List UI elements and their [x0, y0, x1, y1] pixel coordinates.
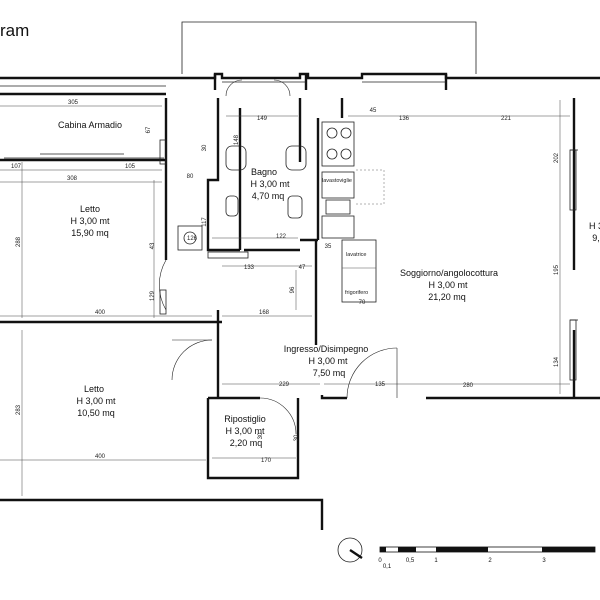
dimension-label: 221: [501, 116, 512, 122]
dimension-label: 126: [187, 236, 198, 242]
room-name: Bagno: [251, 167, 277, 177]
dimension-label: 308: [67, 176, 78, 182]
dishwasher-icon: [321, 171, 355, 199]
scale-label: 1: [434, 558, 438, 564]
room-area: 15,90 mq: [71, 228, 109, 238]
dimension-label: 134: [554, 356, 560, 367]
room-height: H 3,00 mt: [76, 396, 116, 406]
room-height: H 3,00 mt: [70, 216, 110, 226]
dimension-label: 117: [202, 217, 208, 227]
room-height: H 3,00 mt: [428, 280, 468, 290]
scale-label: 0,5: [406, 558, 415, 564]
dimension-label: 30: [258, 432, 264, 439]
bathroom-fixtures: [177, 145, 307, 259]
interior-walls: [0, 98, 576, 480]
dimension-label: 70: [359, 300, 366, 306]
room-height: H 3,00 mt: [308, 356, 348, 366]
washbasin-icon: [177, 225, 203, 251]
room-height: H 3: [589, 221, 600, 231]
outer-walls: [0, 72, 600, 530]
kitchen-fixtures: [321, 121, 385, 303]
dimension-label: 107: [11, 164, 22, 170]
scale-label: 3: [542, 558, 546, 564]
room-area: 9,: [592, 233, 600, 243]
room-name: Letto: [84, 384, 104, 394]
dimension-label: 288: [16, 236, 22, 247]
fridge-block: [341, 239, 377, 303]
dimension-label: 67: [146, 126, 152, 133]
dimension-label: 129: [150, 290, 156, 301]
room-cabina: Cabina Armadio: [58, 120, 122, 130]
dimension-label: 170: [261, 458, 272, 464]
room-letto-2: Letto H 3,00 mt 10,50 mq: [76, 384, 116, 418]
page-title: ram: [0, 21, 29, 40]
north-arrow-icon: [337, 537, 363, 563]
dimension-label: 135: [375, 382, 386, 388]
dimension-label: 283: [16, 404, 22, 415]
dimension-label: 148: [234, 134, 240, 145]
balcony-outline: [181, 21, 477, 74]
scale-bar: 0 0,1 0,5 1 2 3: [378, 546, 596, 570]
scale-label: 0,1: [383, 564, 392, 570]
dimension-label: 80: [187, 174, 194, 180]
dimension-label: 400: [95, 454, 106, 460]
room-area: 21,20 mq: [428, 292, 466, 302]
room-ingresso: Ingresso/Disimpegno H 3,00 mt 7,50 mq: [284, 344, 369, 378]
dimension-label: 47: [299, 265, 306, 271]
toilet-icon: [225, 145, 247, 171]
room-name: Ripostiglio: [224, 414, 266, 424]
wardrobe-doors: [4, 153, 164, 159]
room-name: Ingresso/Disimpegno: [284, 344, 369, 354]
dimension-label: 168: [259, 310, 270, 316]
room-height: H 3,00 mt: [250, 179, 290, 189]
doors: [159, 79, 398, 435]
fixture-label: lavastoviglie: [322, 178, 352, 184]
room-area: 4,70 mq: [252, 191, 285, 201]
dimension-label: 96: [290, 286, 296, 293]
dimension-lines: [0, 100, 570, 496]
room-letto-1: Letto H 3,00 mt 15,90 mq: [70, 204, 110, 238]
dimension-label: 105: [125, 164, 136, 170]
stove-icon: [321, 121, 355, 167]
dimension-label: 400: [95, 310, 106, 316]
room-height: H 3,00 mt: [225, 426, 265, 436]
dimension-label: 136: [399, 116, 410, 122]
dimension-label: 149: [257, 116, 268, 122]
shower-drain-icon: [287, 195, 303, 219]
room-ripostiglio: Ripostiglio H 3,00 mt 2,20 mq: [224, 414, 266, 448]
sink-icon: [325, 199, 351, 215]
dimension-label: 133: [244, 265, 255, 271]
dimension-label: 305: [68, 100, 79, 106]
room-name: Letto: [80, 204, 100, 214]
windows: [0, 81, 578, 381]
bidet-icon: [285, 145, 307, 171]
dimension-label: 122: [276, 234, 287, 240]
room-area: 2,20 mq: [230, 438, 263, 448]
room-soggiorno: Soggiorno/angolocottura H 3,00 mt 21,20 …: [400, 268, 498, 302]
dimension-label: 45: [370, 108, 377, 114]
dimension-label: 30: [294, 434, 300, 441]
scale-label: 2: [488, 558, 492, 564]
scale-label: 0: [378, 558, 382, 564]
dimension-label: 43: [150, 242, 156, 249]
room-name: Cabina Armadio: [58, 120, 122, 130]
room-area: 10,50 mq: [77, 408, 115, 418]
room-area: 7,50 mq: [313, 368, 346, 378]
room-bagno: Bagno H 3,00 mt 4,70 mq: [250, 167, 290, 201]
dimension-label: 30: [202, 144, 208, 151]
room-right: H 3 9,: [589, 221, 600, 243]
dimension-label: 280: [463, 383, 474, 389]
dimension-label: 202: [554, 152, 560, 163]
room-name: Soggiorno/angolocottura: [400, 268, 498, 278]
fixture-label: frigorifero: [345, 290, 368, 296]
dimension-label: 35: [325, 244, 332, 250]
fixture-label: lavatrice: [346, 252, 366, 258]
dimension-label: 195: [554, 264, 560, 275]
dimension-label: 229: [279, 382, 290, 388]
dimension-labels: 305 107 105 308 288 400 400 283 80 67 43…: [11, 100, 560, 464]
